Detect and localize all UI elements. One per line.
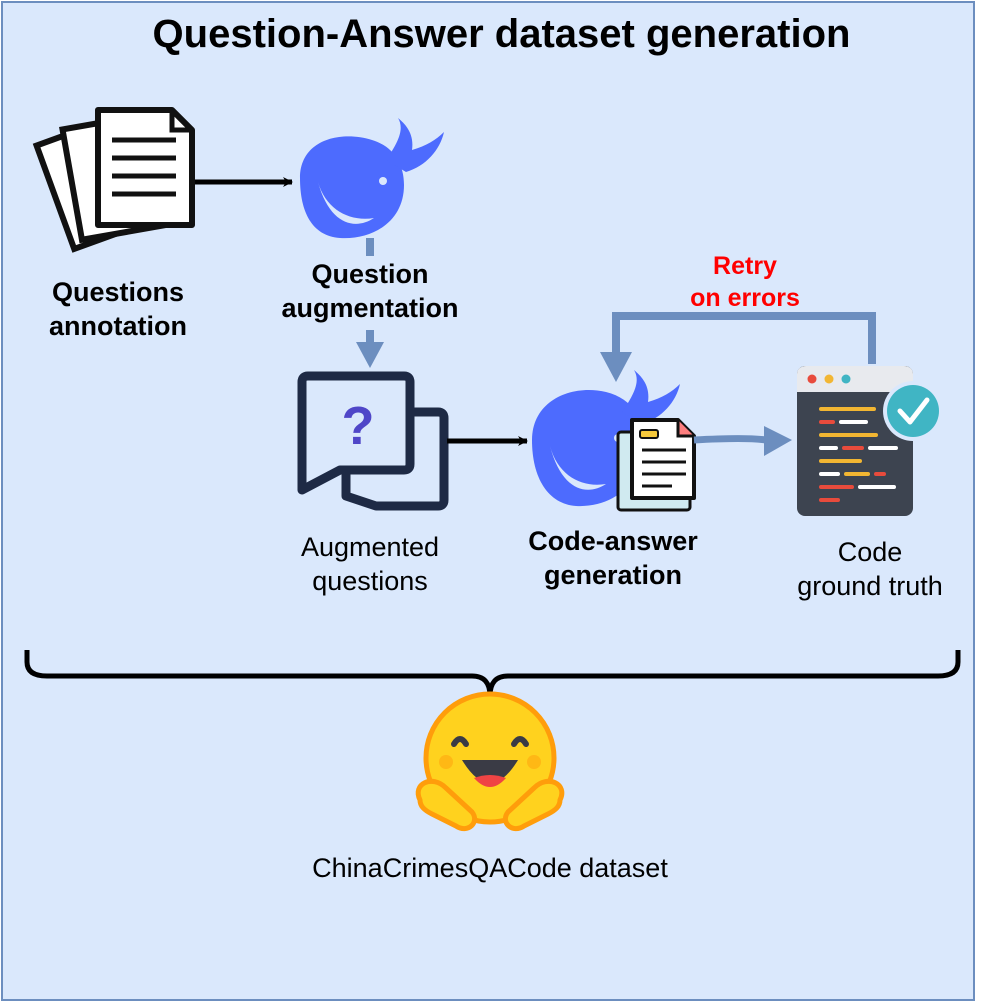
retry-label-line: on errors: [690, 284, 800, 312]
node-label-line: ground truth: [797, 571, 943, 601]
documents-stack-icon: [32, 107, 195, 253]
chat-question-icon: ?: [297, 371, 449, 511]
node-label-line: questions: [312, 566, 428, 596]
code-window-check-icon: [797, 366, 943, 516]
arrow-generation-to-code: [693, 426, 792, 456]
node-code-answer-generation: Code-answer generation: [500, 524, 726, 592]
node-label-line: generation: [543, 560, 683, 590]
arrow-augmentation-to-questions: [356, 330, 384, 368]
node-questions-annotation: Questions annotation: [18, 275, 218, 343]
node-code-ground-truth: Code ground truth: [770, 535, 970, 603]
node-label-line: Code-answer: [528, 526, 698, 556]
deepseek-whale-with-document-icon: [532, 370, 696, 512]
hugging-face-icon: [415, 691, 565, 832]
node-label-line: Augmented: [300, 532, 440, 562]
retry-label-line: Retry: [713, 252, 777, 280]
svg-text:?: ?: [342, 396, 375, 456]
node-label-line: Code: [837, 537, 903, 567]
retry-label: Retry on errors: [655, 250, 835, 314]
node-label-line: Question: [311, 259, 429, 289]
diagram-title: Question-Answer dataset generation: [152, 12, 851, 56]
node-question-augmentation: Question augmentation: [260, 257, 480, 325]
node-label-line: augmentation: [281, 293, 459, 323]
retry-loop-arrow: [600, 312, 876, 382]
node-label-line: Questions: [51, 277, 185, 307]
deepseek-whale-icon: [300, 118, 444, 239]
grouping-brace: [24, 650, 961, 699]
dataset-label: ChinaCrimesQACode dataset: [312, 853, 668, 883]
node-label-line: annotation: [49, 311, 187, 341]
node-augmented-questions: Augmented questions: [270, 530, 470, 598]
